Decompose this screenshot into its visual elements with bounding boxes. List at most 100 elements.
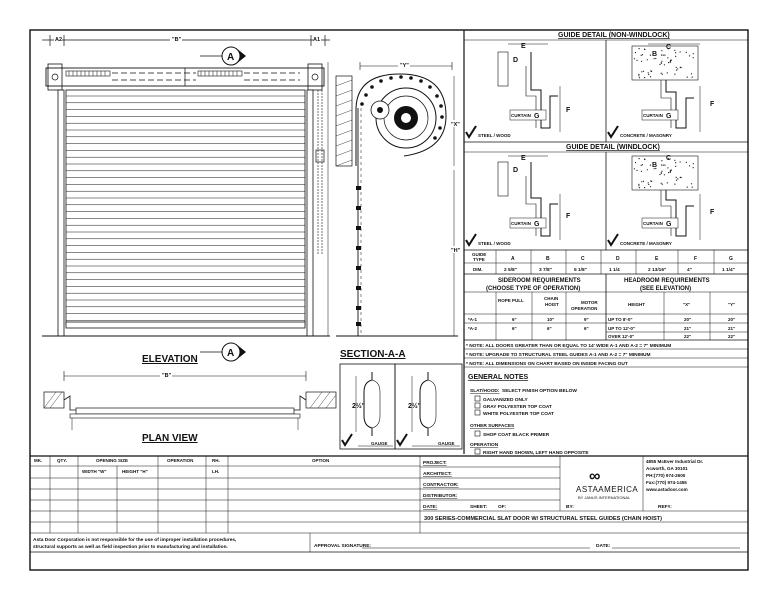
svg-text:B: B [652,51,657,58]
svg-text:21": 21" [684,326,691,331]
gauge-label-1: GAUGE [371,441,388,446]
svg-text:HEIGHT "H": HEIGHT "H" [122,469,148,474]
svg-text:6": 6" [584,326,589,331]
company-logo: ∞ [589,468,600,485]
svg-text:UP TO 12'-0": UP TO 12'-0" [608,326,635,331]
dim-value-c: 5 1/8" [574,267,587,273]
svg-text:MOTOR: MOTOR [581,300,598,305]
plan-view-label: PLAN VIEW [142,433,198,444]
guide-detail-windlock: GUIDE DETAIL (WINDLOCK) E D CURTAIN G F … [464,141,748,250]
svg-text:SHEET:: SHEET: [470,504,487,510]
svg-text:21": 21" [728,326,735,331]
svg-text:F: F [710,209,715,216]
nonwind-concrete-label: CONCRETE / MASONRY [620,133,672,138]
note-3: * NOTE: ALL DIMENSIONS ON CHART BASED ON… [466,361,628,367]
dim-a1: A1 [313,37,320,43]
svg-text:SELECT FINISH OPTION BELOW: SELECT FINISH OPTION BELOW [502,388,577,394]
svg-text:F: F [566,107,571,114]
svg-text:(SEE ELEVATION): (SEE ELEVATION) [640,286,691,292]
svg-text:C: C [666,44,671,51]
svg-text:F: F [566,213,571,220]
svg-text:OPENING SIZE: OPENING SIZE [96,458,128,463]
svg-text:CURTAIN: CURTAIN [643,221,663,226]
dim-value-b: 3 7/8" [539,267,552,273]
svg-text:CONTRACTOR:: CONTRACTOR: [423,482,459,488]
gauge-details: 2½" 2½" GAUGE GAUGE [339,363,463,450]
dim-b: "B" [172,37,182,43]
svg-text:"X": "X" [683,302,690,307]
svg-text:DISTRIBUTOR:: DISTRIBUTOR: [423,493,458,499]
svg-text:*A-1: *A-1 [468,317,477,322]
svg-text:CURTAIN: CURTAIN [511,113,531,118]
title-block: MK. QTY. OPENING SIZE WIDTH "W" HEIGHT "… [30,455,748,553]
svg-text:DATE:: DATE: [423,504,438,510]
svg-text:PROJECT:: PROJECT: [423,460,447,466]
dim-x: "X" [451,122,460,128]
general-notes-title: GENERAL NOTES [468,374,528,381]
svg-text:OPTION: OPTION [312,458,329,463]
dim-label: DIM. [473,267,483,272]
svg-text:LH.: LH. [212,469,219,474]
svg-text:22": 22" [728,334,735,339]
guide-detail-non-windlock: GUIDE DETAIL (NON-WINDLOCK) E D CURTAIN … [464,32,748,142]
svg-text:OVER 12'-0": OVER 12'-0" [608,334,634,339]
svg-text:"Y": "Y" [728,302,735,307]
svg-text:TYPE: TYPE [473,257,485,262]
dim-h: "H" [451,248,461,254]
svg-text:D: D [513,167,518,174]
curtain-slats [66,95,305,321]
nonwind-steel-label: STEEL / WOOD [478,133,511,138]
svg-text:20": 20" [728,317,735,322]
svg-text:www.astadoor.com: www.astadoor.com [645,487,688,492]
plan-view: "B" PLAN VIEW [43,371,337,444]
guide-nonwind-title: GUIDE DETAIL (NON-WINDLOCK) [558,32,670,39]
elevation-view: A2 "B" A1 A [42,35,330,365]
dim-value-a: 2 5/8" [504,267,517,273]
dim-col-c: C [581,256,585,262]
svg-text:WHITE POLYESTER TOP COAT: WHITE POLYESTER TOP COAT [483,411,554,417]
dim-value-e: 2 13/16" [648,267,666,273]
svg-text:BY:: BY: [566,504,574,510]
date-label-bottom: DATE: [596,543,611,549]
dim-b-plan: "B" [162,373,172,379]
svg-text:G: G [666,113,672,120]
svg-text:OPERATION: OPERATION [167,458,193,463]
dim-value-f: 4" [687,267,692,273]
general-notes: GENERAL NOTES SLAT/HOOD: SELECT FINISH O… [468,374,589,456]
svg-text:WIDTH "W": WIDTH "W" [82,469,107,474]
other-surfaces-checkbox[interactable] [474,430,481,437]
company-name: ASTAAMERICA [576,485,638,494]
notes: * NOTE: ALL DOORS GREATER THAN OR EQUAL … [464,343,748,368]
section-marker-top: A [227,52,234,63]
finish-checkbox-2[interactable] [474,402,481,409]
svg-text:MK.: MK. [34,458,42,463]
finish-checkbox-3[interactable] [474,409,481,416]
svg-text:CHAIN: CHAIN [544,296,558,301]
svg-text:OPERATION: OPERATION [571,306,597,311]
finish-option-checkboxes: GALVANIZED ONLY GRAY POLYESTER TOP COAT … [474,395,554,417]
svg-text:RIGHT HAND SHOWN, LEFT HAND OP: RIGHT HAND SHOWN, LEFT HAND OPPOSITE [483,450,589,456]
svg-text:SIDEROOM REQUIREMENTS: SIDEROOM REQUIREMENTS [498,278,581,284]
svg-text:OPERATION: OPERATION [470,442,499,448]
dim-y: "Y" [400,63,409,69]
svg-text:Acworth, GA 30101: Acworth, GA 30101 [646,466,688,471]
svg-text:RH.: RH. [212,458,220,463]
svg-text:4855 McEver Industrial Dr.: 4855 McEver Industrial Dr. [646,459,703,464]
dim-col-e: E [655,256,659,262]
gauge-dim-1: 2½" [352,402,365,410]
dim-a2: A2 [55,37,62,43]
svg-text:HOIST: HOIST [545,302,559,307]
svg-text:E: E [521,43,526,50]
wind-steel-label: STEEL / WOOD [478,241,511,246]
operation-checkbox[interactable] [474,448,481,455]
section-label: SECTION-A-A [340,349,406,360]
finish-checkbox-1[interactable] [474,395,481,402]
svg-text:22": 22" [684,334,691,339]
svg-text:F: F [710,101,715,108]
company-sub: BY JANUS INTERNATIONAL [578,495,631,500]
svg-text:10": 10" [547,317,554,322]
svg-text:6": 6" [512,317,517,322]
svg-text:G: G [534,113,540,120]
svg-text:UP TO 8'-0": UP TO 8'-0" [608,317,633,322]
